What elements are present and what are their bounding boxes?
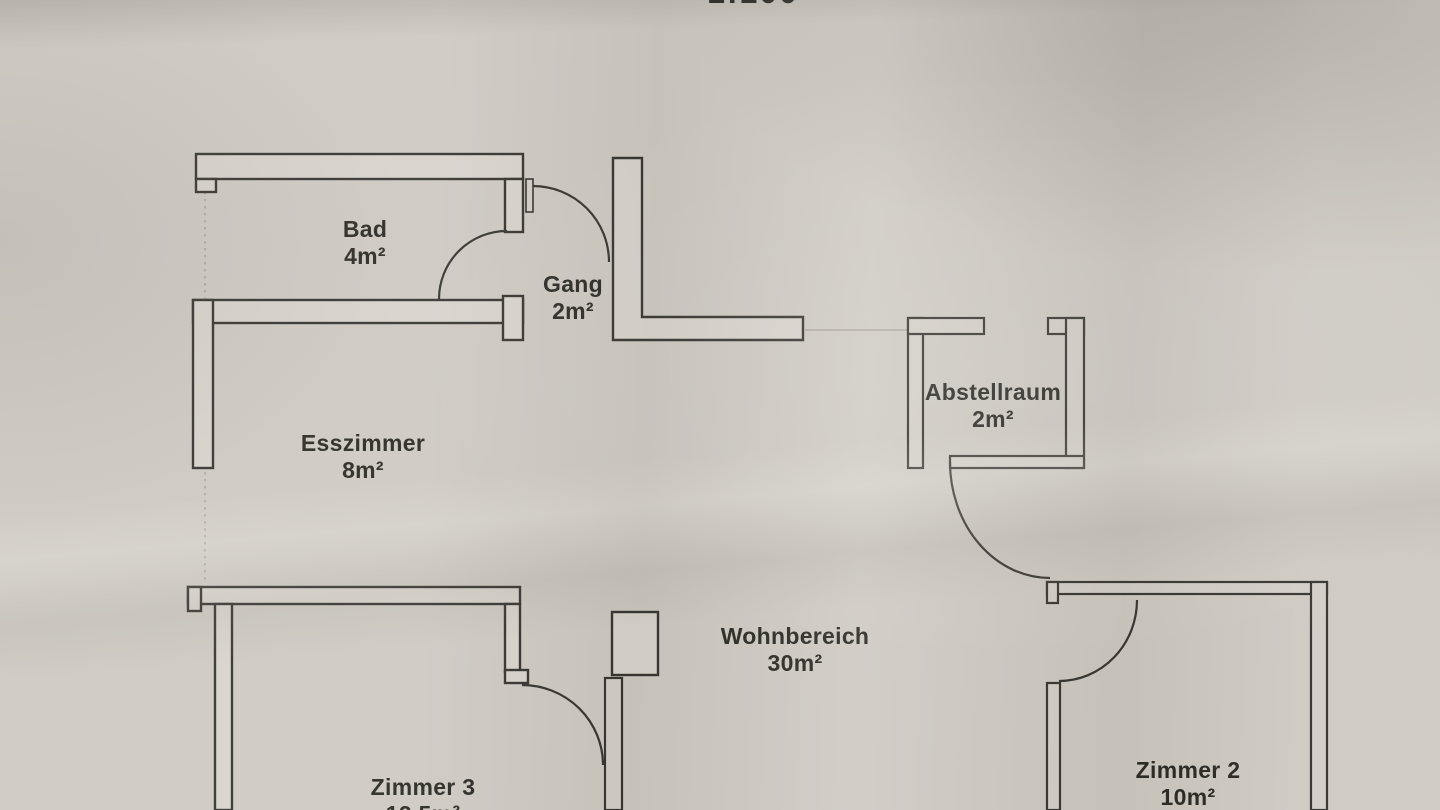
room-name: Zimmer 2 [1135, 757, 1241, 783]
wall-zimmer3-left [213, 602, 234, 810]
room-name: Esszimmer [300, 430, 426, 456]
room-area: 10m² [1160, 784, 1216, 810]
room-name: Bad [342, 216, 388, 242]
wall-bad-right-stub [503, 177, 525, 234]
room-label-abstellraum: Abstellraum 2m² [925, 379, 1061, 433]
room-area: 2m² [552, 298, 594, 324]
wall-gang-L [611, 156, 805, 342]
wall-esszimmer-left [191, 298, 215, 470]
room-label-bad: Bad 4m² [343, 216, 387, 270]
door-arc-zimmer3 [521, 683, 605, 766]
room-area: 12,5m² [371, 801, 476, 810]
door-arc-zimmer2 [1058, 599, 1139, 683]
room-label-zimmer3: Zimmer 3 12,5m² [371, 774, 476, 810]
door-arc-abstellraum [948, 461, 1051, 580]
wall-pillar-wohnbereich [610, 610, 660, 677]
wall-bad-top-left-jamb [194, 177, 218, 194]
wall-abstellraum-left [906, 316, 925, 470]
room-label-zimmer2: Zimmer 2 10m² [1136, 757, 1241, 810]
wall-esszimmer-top-right-cap [501, 294, 525, 342]
room-area: 30m² [767, 650, 823, 676]
room-name: Zimmer 3 [370, 774, 476, 800]
room-name: Abstellraum [924, 379, 1062, 405]
wall-bad-top [194, 152, 525, 181]
room-area: 2m² [972, 406, 1014, 432]
wall-abstellraum-right [1064, 316, 1086, 470]
wall-zimmer3-right [503, 602, 522, 674]
wall-middle-lower [603, 676, 624, 810]
room-area: 8m² [342, 457, 384, 483]
wall-zimmer3-top [186, 585, 522, 606]
scale-text: 1:100 [707, 0, 799, 11]
door-arc-gang [532, 184, 611, 263]
wall-zimmer2-top-left-jamb [1045, 580, 1060, 605]
door-leaf-gang [525, 178, 534, 213]
room-name: Wohnbereich [720, 623, 870, 649]
wall-zimmer2-right [1309, 580, 1329, 810]
wall-abstellraum-bottom [948, 454, 1086, 470]
room-label-esszimmer: Esszimmer 8m² [301, 430, 425, 484]
room-label-wohnbereich: Wohnbereich 30m² [721, 623, 870, 677]
wall-zimmer2-top [1045, 580, 1329, 596]
wall-abstellraum-top-left [906, 316, 986, 336]
room-area: 4m² [344, 243, 386, 269]
wall-esszimmer-top [191, 298, 525, 325]
room-label-gang: Gang 2m² [543, 271, 603, 325]
wall-zimmer2-left [1045, 681, 1062, 810]
door-arc-bad [437, 229, 508, 300]
wall-zimmer3-top-left-jamb [186, 585, 203, 613]
room-name: Gang [543, 271, 603, 297]
wall-zimmer3-right-jamb [503, 668, 530, 685]
